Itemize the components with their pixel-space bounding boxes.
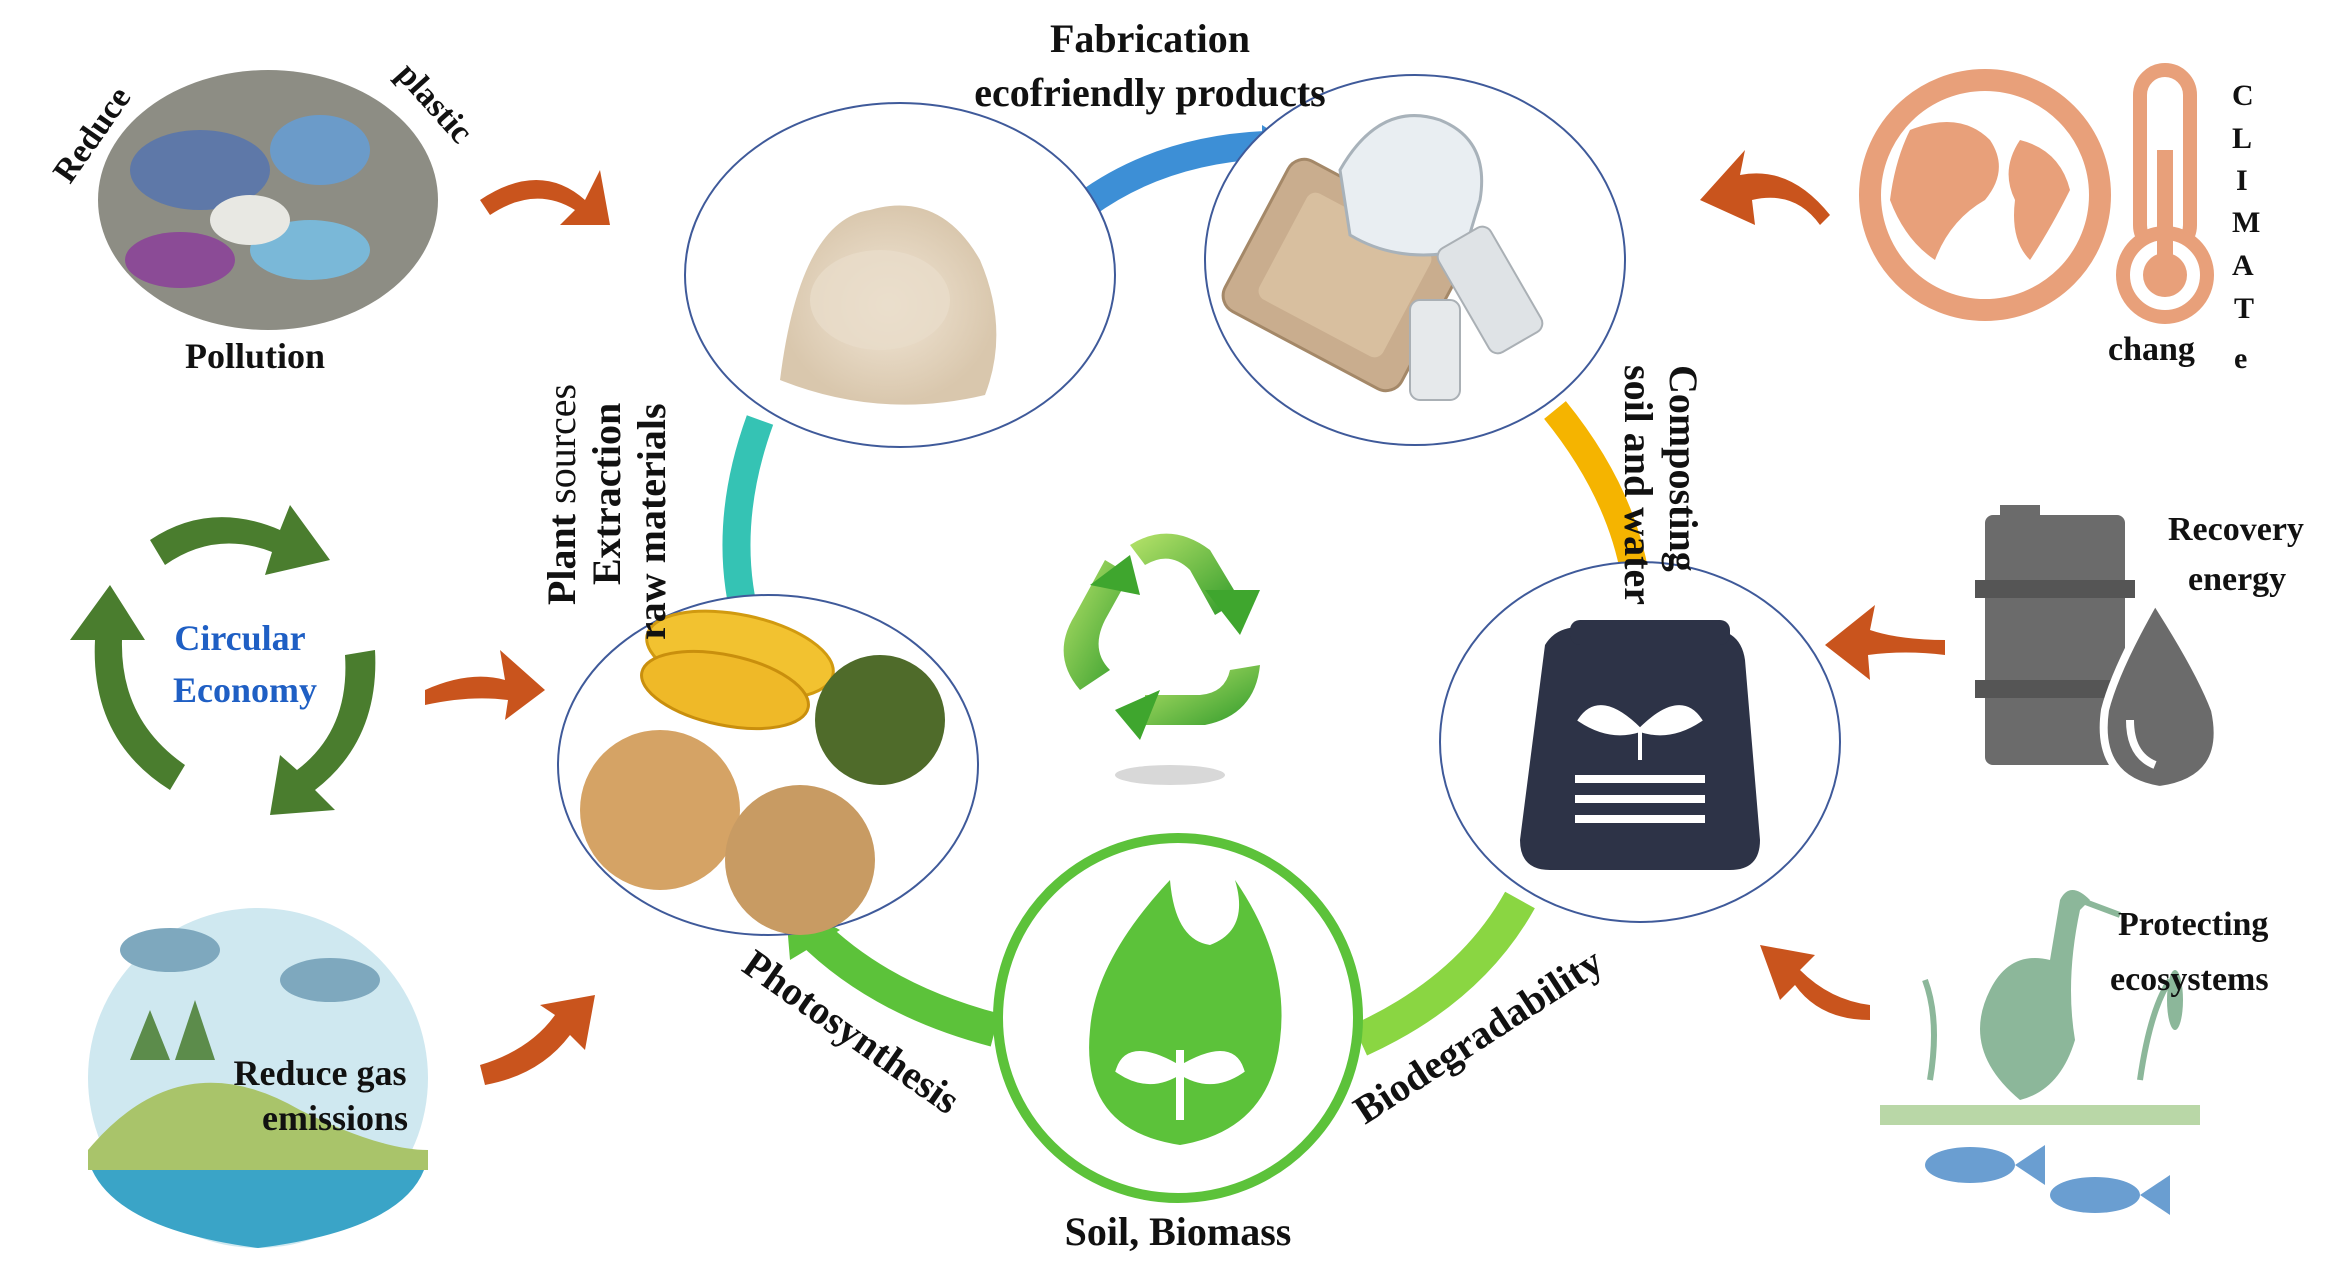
soil-biomass-circle: [993, 833, 1363, 1203]
film-roll-1: [1436, 225, 1544, 355]
fabrication-arc: [1076, 131, 1266, 217]
energy-arrow: [1825, 605, 1945, 680]
raw-materials-label: raw materials: [629, 403, 674, 640]
ecosystems-arrow: [1760, 945, 1870, 1020]
economy-label: Economy: [173, 670, 317, 710]
energy-label: energy: [2188, 561, 2286, 598]
mung-beans-icon: [815, 655, 945, 785]
photosynthesis-arc: [797, 917, 1000, 1047]
extraction-label: Extraction: [584, 403, 629, 585]
compost-circle: [1439, 561, 1841, 923]
circular-label: Circular: [174, 618, 305, 658]
climate-letter-e: e: [2234, 342, 2247, 375]
soil-water-label: soil and water: [1616, 365, 1661, 605]
ecosystems-label: ecosystems: [2110, 961, 2269, 998]
pollution-label: Pollution: [185, 336, 325, 376]
grains-circle: [557, 594, 979, 936]
reduce-gas-label: Reduce gas: [234, 1053, 407, 1093]
gas-arrow: [480, 995, 595, 1085]
powder-circle: [684, 102, 1116, 448]
clear-cup-icon: [1338, 114, 1484, 257]
recovery-label: Recovery: [2168, 511, 2304, 548]
svg-text:Plant sources: Plant sources: [539, 384, 584, 605]
oil-barrel-drop-icon: [1975, 505, 2222, 795]
pollution-arrow: [480, 170, 610, 225]
wheat-icon: [725, 785, 875, 935]
heron-wetland-icon: [1880, 890, 2200, 1215]
circular-economy-icon: [70, 505, 376, 815]
fabrication-label: Fabrication: [1050, 16, 1250, 61]
climate-letter-i: I: [2236, 164, 2248, 197]
change-label: chang: [2108, 331, 2195, 368]
products-circle: [1204, 74, 1626, 446]
pollution-photo: [98, 70, 438, 330]
climate-letter-a: A: [2232, 249, 2254, 282]
climate-letter-l: L: [2232, 122, 2252, 155]
globe-thermometer-icon: [1859, 63, 2214, 324]
gas-emissions-scene: [88, 908, 428, 1248]
sprout-icon: [1577, 705, 1703, 760]
soil-biomass-label: Soil, Biomass: [1065, 1209, 1292, 1254]
climate-letter-c: C: [2232, 79, 2254, 112]
climate-letter-m: M: [2232, 206, 2260, 239]
climate-arrow: [1700, 150, 1830, 225]
composting-arc: [1544, 401, 1649, 578]
film-roll-2: [1409, 299, 1461, 401]
recycle-icon: [1063, 533, 1260, 785]
climate-letters: C L I M A T e: [2232, 79, 2260, 375]
ecofriendly-label: ecofriendly products: [974, 70, 1325, 115]
plant-sources-label: Plant sources: [539, 384, 584, 605]
composting-label: Composting: [1661, 365, 1706, 572]
chickpeas-icon: [580, 730, 740, 890]
circular-arrow: [425, 650, 545, 720]
climate-letter-t: T: [2234, 292, 2254, 325]
emissions-label: emissions: [262, 1098, 408, 1138]
biodegradability-arc: [1352, 891, 1535, 1056]
protecting-label: Protecting: [2118, 906, 2268, 943]
